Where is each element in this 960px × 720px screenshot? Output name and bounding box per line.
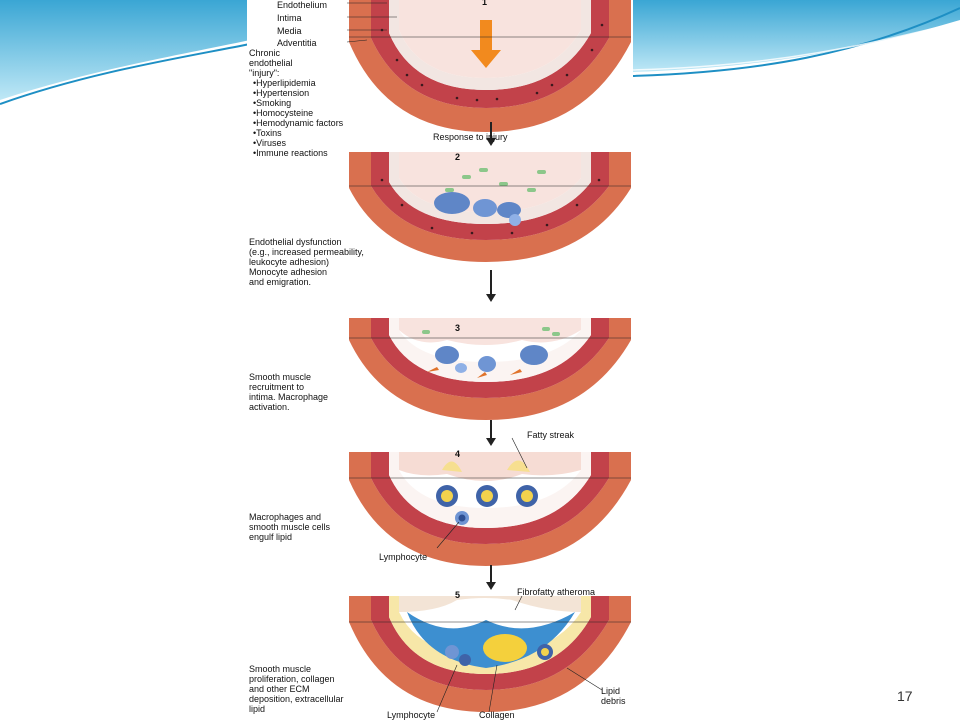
step-3-caption: Smooth muscle recruitment to intima. Mac… bbox=[249, 372, 329, 412]
intima-layer bbox=[389, 452, 591, 528]
step-number-5: 5 bbox=[455, 590, 461, 600]
flow-arrow-3 bbox=[486, 420, 496, 446]
step-number-4: 4 bbox=[455, 449, 461, 459]
slide-page-number: 17 bbox=[897, 688, 913, 704]
flow-arrow-1 bbox=[486, 122, 496, 146]
injury-cause: Homocysteine bbox=[253, 108, 343, 118]
label-intima: Intima bbox=[277, 13, 302, 23]
step-number-1: 1 bbox=[482, 0, 488, 7]
injury-title-line-2: endothelial bbox=[249, 58, 293, 68]
platelets bbox=[422, 327, 560, 336]
atherosclerosis-diagram: 1 Endothelium Intima Media Adventitia Ch… bbox=[247, 0, 633, 720]
fatty-streak bbox=[442, 460, 530, 472]
callout-lipid-debris: Lipid debris bbox=[601, 686, 626, 706]
media-layer bbox=[371, 0, 609, 108]
adventitia-layer bbox=[349, 596, 631, 712]
top-right-wave-line-2 bbox=[631, 21, 960, 71]
step-number-3: 3 bbox=[455, 323, 461, 333]
injury-cause: Toxins bbox=[253, 128, 343, 138]
macrophages bbox=[445, 644, 553, 666]
stage-1-vessel bbox=[346, 0, 631, 132]
adventitia-layer bbox=[349, 452, 631, 566]
response-to-injury-label: Response to injury bbox=[433, 132, 508, 142]
top-right-wave-line bbox=[631, 7, 960, 77]
lumen bbox=[399, 596, 581, 612]
monocytes bbox=[434, 192, 521, 226]
injury-cause: Hemodynamic factors bbox=[253, 118, 343, 128]
label-media: Media bbox=[277, 26, 302, 36]
media-layer bbox=[371, 318, 609, 398]
media-layer bbox=[371, 596, 609, 690]
flow-arrow-2 bbox=[486, 270, 496, 302]
intima-layer bbox=[389, 318, 591, 382]
lymphocyte-cell bbox=[455, 511, 469, 525]
injury-cause: Hyperlipidemia bbox=[253, 78, 343, 88]
macrophages bbox=[435, 345, 548, 373]
step-number-2: 2 bbox=[455, 152, 461, 162]
injury-arrow bbox=[471, 20, 501, 68]
callout-lymphocyte-4: Lymphocyte bbox=[379, 552, 428, 562]
adventitia-layer bbox=[349, 152, 631, 262]
label-endothelium: Endothelium bbox=[277, 0, 328, 10]
stage-4-vessel bbox=[349, 437, 631, 566]
stage-5-vessel bbox=[349, 595, 631, 713]
diagram-drawing bbox=[346, 0, 631, 713]
step-4-caption: Macrophages and smooth muscle cells engu… bbox=[249, 512, 331, 542]
injury-cause: Hypertension bbox=[253, 88, 343, 98]
stage-3-vessel bbox=[349, 318, 631, 420]
injury-title-line-1: Chronic bbox=[249, 48, 281, 58]
injury-causes-list: Hyperlipidemia Hypertension Smoking Homo… bbox=[253, 78, 343, 158]
step-5-caption: Smooth muscle proliferation, collagen an… bbox=[249, 664, 344, 714]
top-right-wave bbox=[632, 0, 960, 72]
injury-cause: Viruses bbox=[253, 138, 343, 148]
flow-arrow-4 bbox=[486, 565, 496, 590]
lipid-core bbox=[483, 634, 527, 662]
label-adventitia: Adventitia bbox=[277, 38, 317, 48]
adventitia-layer bbox=[349, 0, 631, 132]
injury-title-line-3: "injury": bbox=[249, 68, 280, 78]
adventitia-layer bbox=[349, 318, 631, 420]
intima-layer bbox=[389, 152, 591, 224]
media-layer bbox=[371, 452, 609, 544]
foam-cells bbox=[436, 485, 538, 507]
intima-layer bbox=[389, 0, 591, 90]
injury-cause: Smoking bbox=[253, 98, 343, 108]
stage-2-vessel bbox=[349, 152, 631, 262]
callout-collagen: Collagen bbox=[479, 710, 515, 720]
top-left-wave bbox=[0, 0, 250, 100]
callout-fibrofatty-atheroma: Fibrofatty atheroma bbox=[517, 587, 596, 597]
callout-lymphocyte-5: Lymphocyte bbox=[387, 710, 436, 720]
callout-fatty-streak: Fatty streak bbox=[527, 430, 575, 440]
injury-cause: Immune reactions bbox=[253, 148, 343, 158]
top-left-wave-line bbox=[0, 43, 251, 105]
lumen bbox=[399, 452, 581, 481]
platelets bbox=[445, 168, 546, 192]
smooth-muscle-cells bbox=[427, 367, 522, 378]
step-2-caption: Endothelial dysfunction (e.g., increased… bbox=[249, 237, 364, 287]
media-layer bbox=[371, 152, 609, 240]
